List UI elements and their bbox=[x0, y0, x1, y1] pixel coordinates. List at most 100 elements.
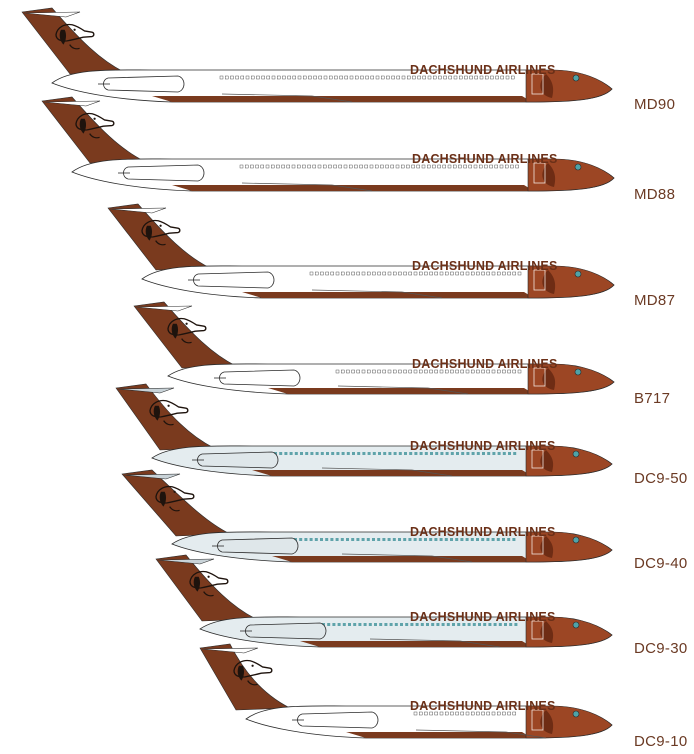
cabin-window bbox=[346, 271, 350, 276]
cabin-window bbox=[434, 711, 438, 716]
cabin-window bbox=[479, 75, 484, 80]
cabin-window bbox=[429, 538, 433, 541]
airline-name: DACHSHUND AIRLINES bbox=[410, 439, 556, 453]
cabin-window bbox=[379, 623, 383, 626]
cabin-window bbox=[429, 711, 433, 716]
cabin-window bbox=[481, 711, 485, 716]
cabin-window bbox=[398, 271, 402, 276]
cabin-window bbox=[481, 538, 485, 541]
cabin-window bbox=[434, 271, 438, 276]
cabin-window bbox=[387, 538, 391, 541]
cabin-window bbox=[482, 452, 485, 455]
cabin-window bbox=[230, 75, 234, 80]
cabin-window bbox=[486, 271, 490, 276]
cabin-window bbox=[438, 75, 442, 80]
cabin-window bbox=[424, 369, 428, 374]
cabin-window bbox=[245, 75, 250, 80]
cabin-window bbox=[401, 75, 406, 80]
cabin-window bbox=[330, 538, 334, 541]
cabin-window bbox=[450, 538, 453, 541]
cabin-window bbox=[303, 75, 307, 80]
forward-door bbox=[531, 73, 544, 95]
tail-dog-logo bbox=[167, 317, 207, 344]
cabin-window bbox=[456, 452, 459, 455]
dog-ear bbox=[540, 621, 554, 643]
cabin-window bbox=[410, 623, 414, 626]
model-label: B717 bbox=[634, 390, 671, 407]
cabin-window bbox=[331, 452, 335, 455]
cabin-window bbox=[447, 164, 452, 169]
cabin-window bbox=[308, 75, 312, 80]
cabin-window bbox=[491, 538, 495, 541]
model-label: MD88 bbox=[634, 186, 676, 203]
cabin-window bbox=[453, 164, 457, 169]
cabin-window bbox=[409, 452, 413, 455]
cabin-window bbox=[339, 75, 343, 80]
cabin-window bbox=[474, 75, 478, 80]
cabin-window bbox=[315, 271, 319, 276]
cabin-window bbox=[333, 164, 337, 169]
cabin-window bbox=[261, 75, 265, 80]
cabin-window bbox=[327, 623, 331, 626]
cabin-window bbox=[427, 164, 431, 169]
cabin-window bbox=[497, 452, 501, 455]
cabin-window bbox=[277, 75, 281, 80]
cabin-window bbox=[315, 452, 319, 455]
cabin-window bbox=[450, 711, 454, 716]
cabin-window bbox=[413, 271, 418, 276]
cabin-window bbox=[415, 623, 419, 626]
cabin-window bbox=[412, 75, 416, 80]
cabin-window bbox=[349, 164, 353, 169]
cabin-window bbox=[320, 271, 324, 276]
cabin-window bbox=[466, 452, 470, 455]
cabin-window bbox=[335, 369, 340, 374]
cabin-window bbox=[256, 75, 260, 80]
cabin-window bbox=[356, 538, 360, 541]
cabin-window bbox=[463, 164, 467, 169]
model-label: MD90 bbox=[634, 96, 676, 113]
cabin-window bbox=[445, 271, 449, 276]
cabin-window bbox=[436, 623, 440, 626]
cabin-window bbox=[457, 623, 461, 626]
airline-name: DACHSHUND AIRLINES bbox=[412, 259, 558, 273]
belly-stripe bbox=[300, 641, 532, 647]
cabin-window bbox=[429, 369, 433, 374]
cabin-window bbox=[271, 164, 275, 169]
cabin-window bbox=[432, 164, 436, 169]
cabin-window bbox=[271, 75, 276, 80]
horizontal-stabilizer bbox=[109, 207, 167, 214]
cabin-window bbox=[512, 538, 516, 541]
belly-stripe bbox=[268, 388, 534, 394]
cabin-window bbox=[383, 452, 387, 455]
cabin-window bbox=[439, 271, 444, 276]
cabin-window bbox=[297, 164, 301, 169]
cabin-window bbox=[313, 75, 317, 80]
cabin-window bbox=[434, 369, 438, 374]
cabin-window bbox=[465, 369, 470, 374]
cabin-window bbox=[502, 711, 506, 716]
cabin-window bbox=[395, 164, 400, 169]
cabin-window bbox=[483, 623, 487, 626]
cabin-window bbox=[374, 623, 377, 626]
cabin-window bbox=[388, 452, 392, 455]
cabin-window bbox=[250, 75, 255, 80]
cabin-window bbox=[377, 538, 381, 541]
cabin-window bbox=[300, 452, 303, 455]
model-label: DC9-10 bbox=[634, 733, 688, 750]
cabin-window bbox=[419, 271, 423, 276]
cabin-window bbox=[510, 164, 514, 169]
cabin-window bbox=[446, 623, 450, 626]
cabin-window bbox=[361, 538, 365, 541]
cabin-window bbox=[385, 164, 389, 169]
cabin-window bbox=[284, 452, 288, 455]
cabin-window bbox=[507, 711, 511, 716]
cabin-window bbox=[492, 452, 496, 455]
cabin-window bbox=[498, 623, 502, 626]
wing-outline bbox=[369, 638, 501, 648]
cabin-window bbox=[413, 711, 418, 716]
cabin-window bbox=[320, 452, 324, 455]
cabin-window bbox=[464, 75, 468, 80]
cabin-window bbox=[307, 164, 311, 169]
belly-stripe bbox=[252, 470, 532, 476]
tail-dog-logo bbox=[149, 399, 189, 426]
